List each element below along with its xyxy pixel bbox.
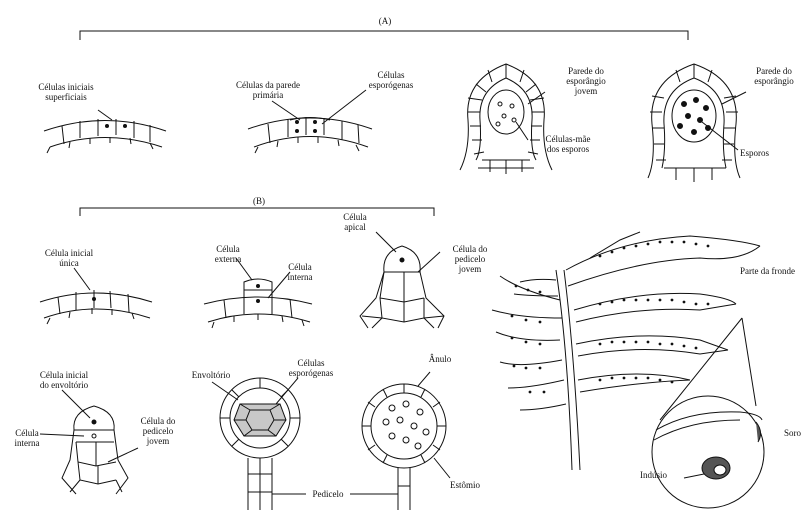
label-celula-externa: Célula externa xyxy=(198,244,258,264)
bracket-a xyxy=(80,31,688,40)
figure-a1-surface-cells xyxy=(44,110,166,153)
label-celulas-esporogenas-b: Células esporógenas xyxy=(276,358,346,378)
label-parte-da-fronde: Parte da fronde xyxy=(740,266,812,276)
label-celula-interna-1: Célula interna xyxy=(270,262,330,282)
label-parede-esporangio-jovem: Parede do esporângio jovem xyxy=(546,66,626,96)
label-indusio: Indúsio xyxy=(640,470,686,480)
label-esporos: Esporos xyxy=(740,148,800,158)
label-celula-inicial-envoltorio: Célula inicial do envoltório xyxy=(14,370,114,390)
label-celula-inicial-unica: Célula inicial única xyxy=(24,248,114,268)
label-celulas-parede-primaria: Células da parede primária xyxy=(218,80,318,100)
figure-b6-annulus xyxy=(362,372,450,510)
figure-fern-frond xyxy=(492,232,760,470)
label-celula-pedicelo-jovem-1: Célula do pedicelo jovem xyxy=(430,244,510,274)
label-celula-interna-2: Célula interna xyxy=(2,428,52,448)
section-a-heading: (A) xyxy=(370,16,400,26)
label-pedicelo: Pedicelo xyxy=(302,489,354,499)
label-celula-pedicelo-jovem-2: Célula do pedicelo jovem xyxy=(118,416,198,446)
figure-a3-young-sporangium xyxy=(460,64,552,174)
label-estomio: Estômio xyxy=(450,480,510,490)
label-envoltorio: Envoltório xyxy=(176,370,246,380)
figure-a4-sporangium xyxy=(648,64,746,182)
label-celulas-iniciais-superficiais: Células iniciais superficiais xyxy=(16,82,116,102)
label-celula-apical: Célula apical xyxy=(330,212,380,232)
figure-b1-single-initial xyxy=(40,268,152,324)
label-anulo: Ânulo xyxy=(420,354,460,364)
section-b-heading: (B) xyxy=(244,196,274,206)
label-celulas-esporogenas-a: Células esporógenas xyxy=(356,70,426,90)
bracket-b xyxy=(80,208,434,216)
label-celulas-mae-esporos: Células-mãe dos esporos xyxy=(528,134,608,154)
label-parede-esporangio: Parede do esporângio xyxy=(740,66,808,86)
label-soro: Soro xyxy=(784,428,812,438)
figure-b5-envelope xyxy=(212,378,300,510)
